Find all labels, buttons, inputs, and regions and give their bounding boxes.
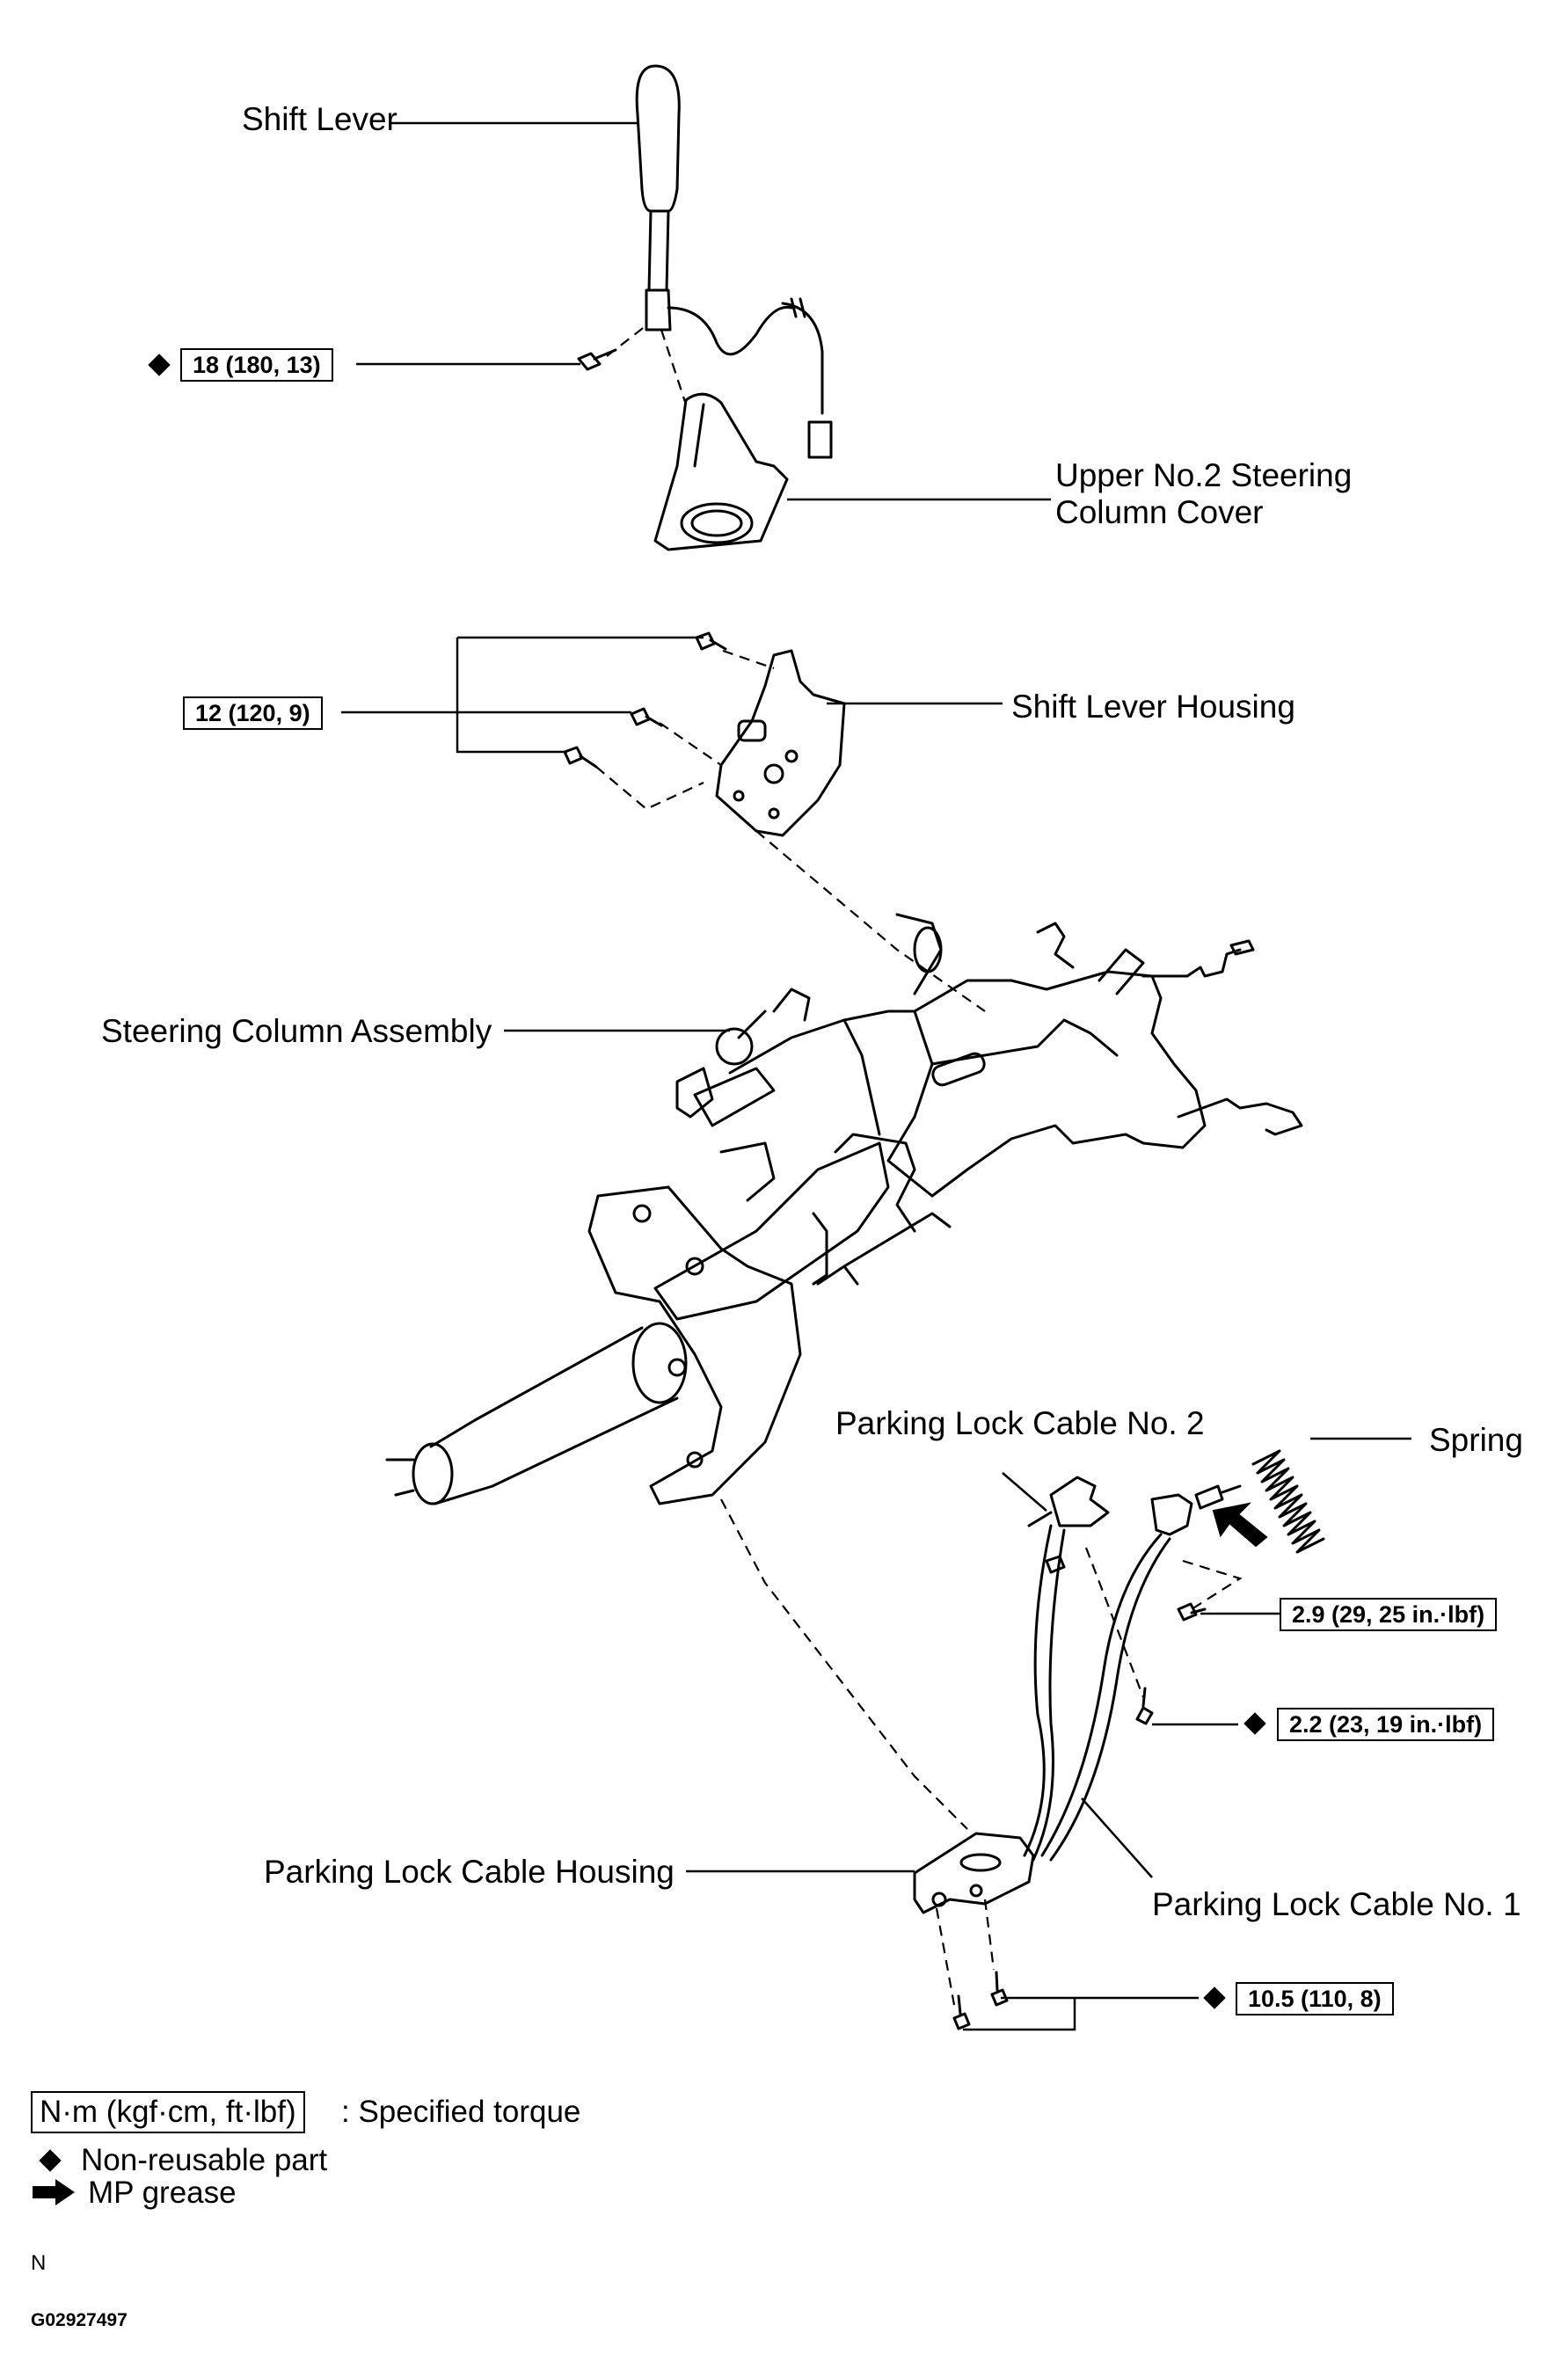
cable-bolts-drawing	[1135, 1602, 1207, 1725]
legend-non-reusable: Non-reusable part	[81, 2143, 328, 2177]
leader-cable-no1	[1081, 1797, 1153, 1878]
label-shift-lever: Shift Lever	[242, 101, 397, 137]
dash-bracket-bolt	[1182, 1559, 1243, 1610]
torque-cable-no2-bolt: 2.2 (23, 19 in.·lbf)	[1277, 1708, 1495, 1741]
footer-letter: N	[31, 2251, 47, 2275]
torque-shift-lever-bolt: 18 (180, 13)	[180, 348, 333, 382]
cable-housing-drawing	[913, 1832, 1035, 1914]
leader-housing-bracket	[341, 636, 704, 754]
figure-code: G02927497	[31, 2310, 128, 2330]
legend-grease-arrow-icon	[33, 2179, 75, 2205]
shift-lever-housing-drawing	[715, 649, 846, 837]
legend-torque-desc: : Specified torque	[341, 2095, 581, 2129]
dash-bolt-to-lever	[606, 324, 647, 357]
dash-housing-to-column	[755, 830, 986, 1012]
legend-mp-grease: MP grease	[88, 2176, 237, 2210]
shift-lever-drawing	[635, 64, 833, 459]
legend-torque-unit: N·m (kgf·cm, ft·lbf)	[31, 2091, 305, 2133]
cable-housing-bolts-drawing	[952, 1971, 1009, 2030]
leader-housing-bolts	[963, 1996, 1199, 2031]
label-spring: Spring	[1429, 1422, 1523, 1458]
parking-lock-cables-drawing	[1023, 1476, 1242, 1862]
torque-cable-bracket-bolt: 2.9 (29, 25 in.·lbf)	[1280, 1598, 1498, 1631]
dash-housing-to-bolts	[935, 1899, 995, 2006]
torque-housing-bolts: 12 (120, 9)	[183, 696, 323, 730]
mp-grease-arrow-icon	[1212, 1502, 1268, 1548]
label-upper-cover-line2: Column Cover	[1055, 494, 1264, 530]
label-shift-lever-housing: Shift Lever Housing	[1011, 689, 1295, 725]
steering-column-drawing	[385, 913, 1303, 1505]
label-parking-lock-cable-no2: Parking Lock Cable No. 2	[835, 1405, 1205, 1441]
spring-drawing	[1251, 1449, 1325, 1554]
label-upper-cover-line1: Upper No.2 Steering	[1055, 457, 1353, 493]
leader-cable-no2	[1002, 1472, 1047, 1512]
dash-cable-bolt	[1084, 1547, 1145, 1698]
label-parking-lock-cable-no1: Parking Lock Cable No. 1	[1152, 1886, 1521, 1922]
dash-housing-bolts	[595, 649, 775, 811]
upper-cover-drawing	[653, 392, 789, 551]
dash-column-to-cable-housing	[720, 1498, 968, 1830]
housing-bolts-drawing	[563, 631, 727, 769]
torque-cable-housing-bolts: 10.5 (110, 8)	[1236, 1982, 1394, 2015]
label-steering-column-assembly: Steering Column Assembly	[101, 1013, 492, 1049]
dash-lever-to-cover	[660, 329, 688, 405]
label-parking-lock-cable-housing: Parking Lock Cable Housing	[264, 1854, 675, 1890]
